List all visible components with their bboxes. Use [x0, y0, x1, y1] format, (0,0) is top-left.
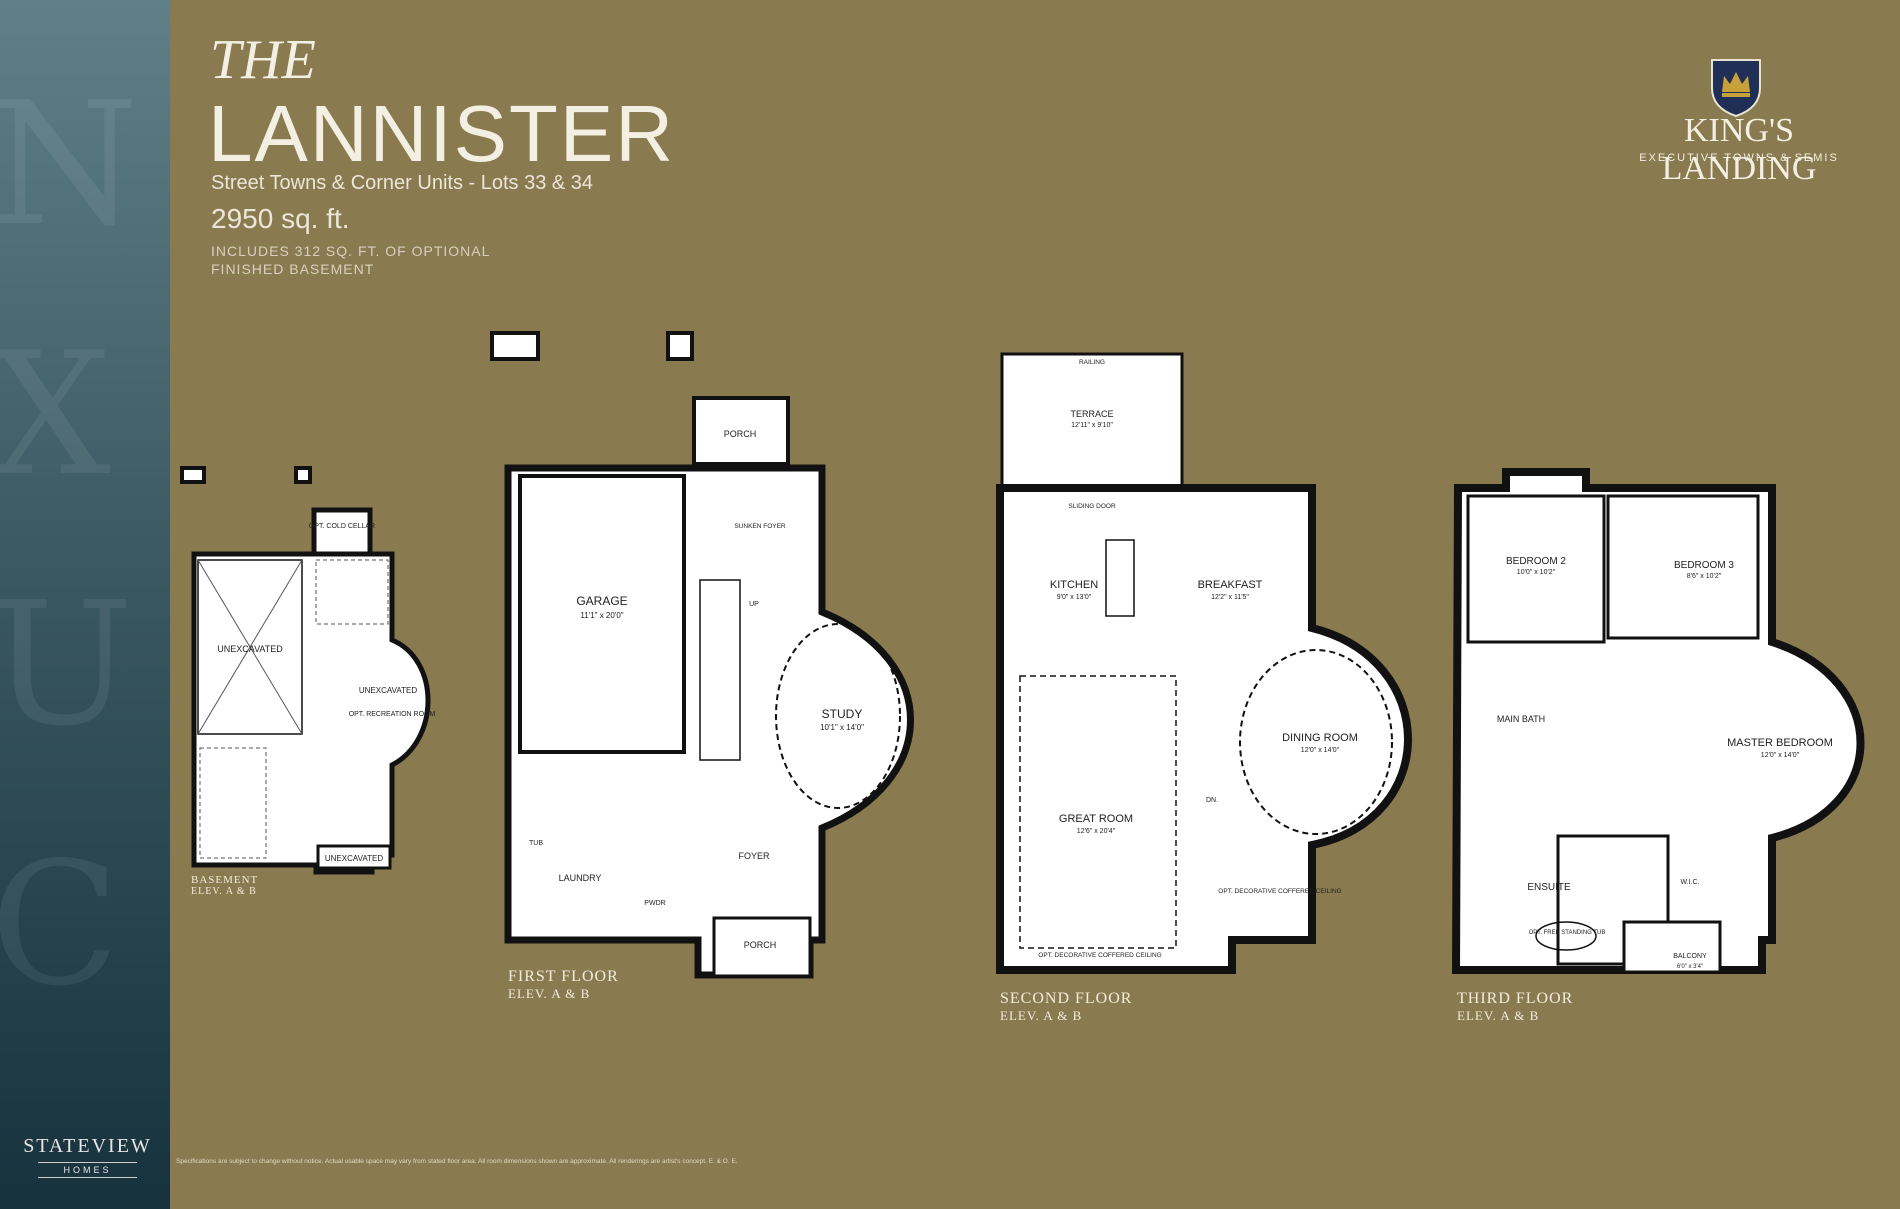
floor-label-third: THIRD FLOOR ELEV. A & B	[1457, 990, 1573, 1024]
brand-tagline: EXECUTIVE TOWNS & SEMIS	[1639, 152, 1839, 164]
room-label: BREAKFAST	[1198, 579, 1263, 591]
sidebar-panel: N X U C STATEVIEW HOMES	[0, 0, 170, 1209]
room-label: PORCH	[724, 429, 757, 439]
window-marker	[180, 466, 206, 484]
room-dimension: 10'1" x 14'0"	[820, 723, 864, 732]
room-dimension: 6'0" x 3'4"	[1677, 964, 1703, 970]
floor-elevation: ELEV. A & B	[191, 886, 257, 897]
sliding-door-label: SLIDING DOOR	[1068, 503, 1116, 510]
room-label: UNEXCAVATED	[217, 644, 283, 654]
disclaimer: Specifications are subject to change wit…	[176, 1158, 738, 1165]
builder-sub: HOMES	[38, 1162, 137, 1178]
railing-label: RAILING	[1079, 359, 1105, 366]
room-label: LAUNDRY	[559, 873, 602, 883]
basement-note-line1: INCLUDES 312 SQ. FT. OF OPTIONAL	[211, 243, 491, 259]
room-label: W.I.C.	[1680, 879, 1699, 886]
room-label: MAIN BATH	[1497, 714, 1545, 724]
floor-elevation: ELEV. A & B	[508, 986, 591, 1001]
room-dimension: 10'0" x 10'2"	[1517, 569, 1556, 576]
room-label: STUDY	[822, 707, 863, 721]
room-label: MASTER BEDROOM	[1727, 737, 1833, 749]
room-label: SUNKEN FOYER	[734, 523, 786, 530]
basement-plan: OPT. COLD CELLAR UNEXCAVATED UNEXCAVATED…	[180, 466, 436, 875]
floor-name: THIRD FLOOR	[1457, 990, 1574, 1007]
square-footage: 2950 sq. ft.	[211, 203, 350, 234]
ceiling-note: OPT. DECORATIVE COFFERED CEILING	[1038, 952, 1161, 959]
title-prefix: THE	[210, 29, 316, 91]
room-label: TUB	[529, 840, 543, 847]
crown-crest-icon	[1711, 59, 1761, 118]
subtitle: Street Towns & Corner Units - Lots 33 & …	[211, 172, 594, 194]
room-label: OPT. COLD CELLAR	[309, 523, 375, 530]
second-floor-plan: TERRACE 12'11" x 9'10" RAILING SLIDING D…	[996, 352, 1412, 974]
third-floor-plan: BEDROOM 2 10'0" x 10'2" BEDROOM 3 8'6" x…	[1451, 468, 1865, 974]
room-label: PWDR	[644, 900, 665, 907]
builder-logo: STATEVIEW HOMES	[20, 1135, 155, 1178]
room-label: DINING ROOM	[1282, 732, 1358, 744]
room-dimension: 12'0" x 14'0"	[1301, 747, 1340, 754]
floor-name: FIRST FLOOR	[508, 968, 619, 985]
floor-label-basement: BASEMENT ELEV. A & B	[191, 874, 258, 897]
room-dimension: 9'0" x 13'0"	[1057, 594, 1092, 601]
stair-label: UP	[749, 601, 759, 608]
window-marker	[666, 331, 694, 361]
room-label: ENSUITE	[1527, 882, 1571, 893]
room-dimension: 12'0" x 14'0"	[1761, 752, 1800, 759]
first-floor-plan: PORCH SUNKEN FOYER GARAGE 11'1" x 20'0" …	[490, 331, 914, 979]
brand-name: KING'S LANDING	[1661, 112, 1817, 187]
room-label: KITCHEN	[1050, 579, 1098, 591]
window-marker	[294, 466, 312, 484]
window-marker	[490, 331, 540, 361]
ceiling-note: OPT. DECORATIVE COFFERED CEILING	[1218, 888, 1341, 895]
room-label: UNEXCAVATED	[325, 854, 383, 863]
floor-name: BASEMENT	[191, 874, 259, 886]
builder-name: STATEVIEW	[23, 1135, 152, 1157]
page-title: LANNISTER	[208, 89, 675, 178]
floor-label-first: FIRST FLOOR ELEV. A & B	[508, 968, 619, 1002]
stair-label: DN.	[1206, 797, 1218, 804]
floor-elevation: ELEV. A & B	[1457, 1008, 1540, 1023]
room-dimension: 12'11" x 9'10"	[1071, 422, 1113, 429]
room-label: OPT. FREE STANDING TUB	[1529, 930, 1606, 936]
decorative-letter: U	[0, 566, 134, 764]
decorative-letter: X	[0, 316, 112, 514]
decorative-letter: C	[0, 826, 121, 1024]
room-dimension: 12'2" x 11'5"	[1211, 594, 1249, 601]
floor-name: SECOND FLOOR	[1000, 990, 1133, 1007]
room-label: GARAGE	[576, 594, 627, 608]
floor-label-second: SECOND FLOOR ELEV. A & B	[1000, 990, 1132, 1024]
room-label: PORCH	[744, 940, 777, 950]
room-label: UNEXCAVATED	[359, 686, 417, 695]
room-label: GREAT ROOM	[1059, 813, 1133, 825]
decorative-letter: N	[0, 66, 139, 264]
room-label: FOYER	[738, 851, 770, 861]
basement-note-line2: FINISHED BASEMENT	[211, 261, 375, 277]
room-label: BEDROOM 3	[1674, 560, 1734, 571]
room-dimension: 11'1" x 20'0"	[580, 611, 623, 620]
floor-elevation: ELEV. A & B	[1000, 1008, 1083, 1023]
room-label: OPT. RECREATION ROOM	[349, 711, 436, 718]
room-label: BALCONY	[1673, 953, 1707, 960]
room-dimension: 12'6" x 20'4"	[1077, 828, 1116, 835]
room-dimension: 8'6" x 10'2"	[1687, 573, 1722, 580]
room-label: TERRACE	[1070, 409, 1113, 419]
room-label: BEDROOM 2	[1506, 556, 1566, 567]
